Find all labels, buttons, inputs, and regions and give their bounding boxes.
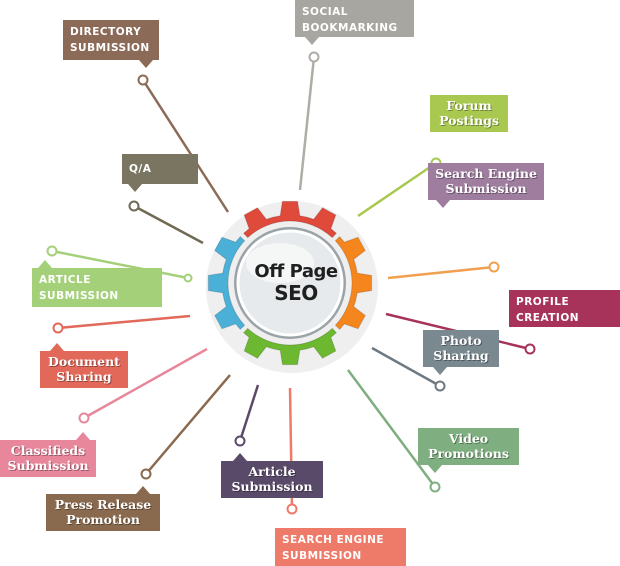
gear-segment-left (207, 235, 246, 331)
connector-document (57, 314, 191, 330)
connector-orange (387, 265, 495, 280)
gear-segment-bottom (242, 327, 338, 366)
label-search-engine-submission-top: Search Engine Submission (428, 163, 544, 208)
gear-segment-top (242, 200, 338, 239)
hub-title: Off Page SEO (236, 261, 356, 305)
label-line: Postings (439, 113, 499, 128)
node-qa (128, 200, 140, 212)
node-article-top (46, 245, 58, 257)
label-line: PROFILE (516, 296, 570, 308)
hub-title-line2: SEO (274, 281, 318, 305)
label-line: Forum (446, 98, 492, 113)
label-tail (128, 184, 142, 192)
label-line: Submission (231, 479, 313, 494)
label-line: DIRECTORY (70, 26, 142, 38)
label-line: Photo (440, 333, 482, 348)
node-orange (488, 261, 500, 273)
node-search-bottom (286, 503, 298, 515)
connector-photo (371, 346, 441, 388)
gear-hub-highlight (246, 243, 314, 283)
label-line: Video (448, 431, 489, 446)
label-line: SUBMISSION (282, 550, 362, 562)
label-line: Promotion (66, 512, 140, 527)
label-profile-creation: PROFILE CREATION (509, 290, 620, 327)
label-line: Q/A (129, 163, 152, 175)
label-tail (433, 367, 447, 375)
connector-search-top (357, 161, 437, 218)
hub-title-line1: Off Page (254, 261, 338, 282)
connector-press (145, 374, 231, 475)
label-line: Promotions (428, 446, 509, 461)
label-qa: Q/A (122, 154, 198, 192)
label-line: BOOKMARKING (302, 22, 398, 34)
label-line: SUBMISSION (70, 42, 150, 54)
label-directory-submission: DIRECTORY SUBMISSION (63, 20, 159, 68)
label-tail (305, 37, 319, 45)
label-line: Sharing (56, 369, 112, 384)
label-photo-sharing: Photo Sharing (423, 330, 499, 375)
label-tail (233, 453, 247, 461)
gear-segment-right (334, 235, 373, 331)
node-profile (524, 343, 536, 355)
label-line: Submission (445, 181, 527, 196)
label-line: Document (48, 354, 120, 369)
label-line: Search Engine (435, 166, 537, 181)
connector-article-bottom (238, 384, 260, 442)
label-line: ARTICLE (39, 274, 91, 286)
connector-article-top (51, 249, 189, 280)
label-tail (76, 432, 90, 440)
node-directory (137, 74, 149, 86)
connector-video (346, 369, 437, 488)
label-line: Press Release (54, 497, 152, 512)
label-line: Article (248, 464, 296, 479)
label-line: Submission (7, 458, 89, 473)
label-article-submission-top: ARTICLE SUBMISSION (32, 260, 162, 307)
connector-classifieds (83, 347, 208, 420)
node-press (140, 468, 152, 480)
label-tail (50, 343, 64, 351)
label-line: SOCIAL (302, 6, 348, 18)
connector-qa (133, 204, 204, 245)
node-article-bottom (234, 435, 246, 447)
label-line: SUBMISSION (39, 290, 119, 302)
label-video-promotions: Video Promotions (418, 428, 519, 473)
label-social-bookmarking: SOCIAL BOOKMARKING (295, 0, 414, 45)
label-search-engine-submission-bottom: SEARCH ENGINE SUBMISSION (275, 528, 406, 566)
node-classifieds (78, 412, 90, 424)
node-photo (434, 380, 446, 392)
node-document (52, 322, 64, 334)
label-forum-postings: Forum Postings (430, 95, 508, 132)
label-press-release-promotion: Press Release Promotion (46, 486, 160, 531)
label-tail (136, 486, 150, 494)
label-classifieds-submission: Classifieds Submission (0, 432, 96, 477)
label-line: Sharing (433, 348, 489, 363)
label-line: Classifieds (10, 443, 86, 458)
label-line: SEARCH ENGINE (282, 534, 385, 546)
node-article-top-inner (183, 273, 193, 283)
label-tail (428, 465, 442, 473)
label-line: CREATION (516, 312, 580, 324)
gear-icon (206, 200, 378, 373)
label-article-submission-bottom: Article Submission (221, 453, 323, 498)
connector-directory (141, 79, 230, 213)
node-video (429, 481, 441, 493)
connector-social (298, 56, 316, 191)
label-document-sharing: Document Sharing (40, 343, 128, 388)
label-tail (38, 260, 52, 268)
label-tail (436, 200, 450, 208)
label-tail (139, 60, 153, 68)
node-social (308, 51, 320, 63)
